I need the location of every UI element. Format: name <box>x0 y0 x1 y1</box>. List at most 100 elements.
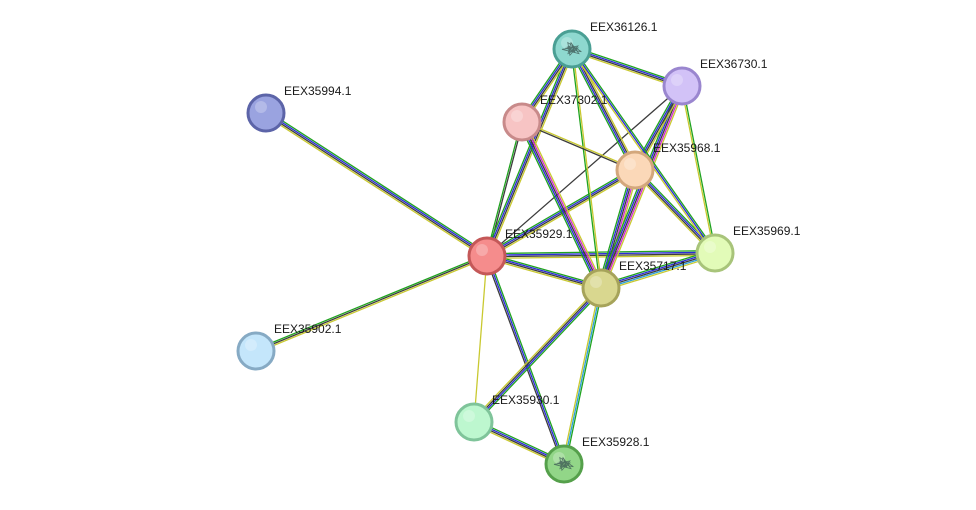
edge-layer <box>254 46 718 467</box>
edge-evidence-line <box>521 121 602 289</box>
edge-evidence-line <box>255 256 489 354</box>
node-circle[interactable] <box>615 150 655 190</box>
edge-evidence-line <box>484 47 571 256</box>
node-eex36126-1[interactable]: EEX36126.1 <box>552 20 658 69</box>
node-label: EEX35930.1 <box>492 393 560 407</box>
edge-evidence-line <box>471 285 600 421</box>
edge-evidence-line <box>521 120 636 170</box>
edge-evidence-line <box>487 254 567 465</box>
edge-evidence-line <box>486 253 716 258</box>
edge-n_35968-n_37302[interactable] <box>521 120 636 172</box>
protein-structure-trace <box>553 456 574 472</box>
edge-evidence-line <box>485 167 635 255</box>
edge-n_35717-n_35969[interactable] <box>599 249 717 292</box>
edge-evidence-line <box>524 119 605 288</box>
edge-evidence-line <box>484 255 564 466</box>
node-eex35968-1[interactable]: EEX35968.1 <box>615 141 721 190</box>
node-circle[interactable] <box>454 402 494 442</box>
edge-evidence-line <box>563 287 602 465</box>
edge-n_35717-n_35928[interactable] <box>561 287 604 465</box>
edge-evidence-line <box>472 286 602 423</box>
edge-evidence-line <box>600 253 717 291</box>
edge-evidence-line <box>518 122 599 291</box>
node-highlight <box>245 339 257 351</box>
edge-evidence-line <box>486 85 683 257</box>
edge-evidence-line <box>522 120 604 288</box>
node-eex35929-1[interactable]: EEX35929.1 <box>467 227 573 276</box>
node-highlight <box>511 110 523 122</box>
node-eex35969-1[interactable]: EEX35969.1 <box>695 224 801 273</box>
edge-n_35717-n_37302[interactable] <box>518 119 605 291</box>
edge-n_35994-n_35929[interactable] <box>264 110 489 259</box>
edge-evidence-line <box>486 254 716 260</box>
edge-n_35929-n_35928[interactable] <box>484 254 567 466</box>
edge-n_35929-n_36730[interactable] <box>486 85 683 257</box>
edge-n_35929-n_35717[interactable] <box>485 253 603 291</box>
protein-structure-icon <box>553 456 574 472</box>
edge-evidence-line <box>255 255 488 352</box>
node-circle[interactable] <box>662 66 702 106</box>
node-label: EEX35969.1 <box>733 224 801 238</box>
node-circle[interactable] <box>581 268 621 308</box>
edge-evidence-line <box>599 250 716 288</box>
edge-evidence-line <box>473 255 488 423</box>
node-eex35928-1[interactable]: EEX35928.1 <box>544 435 650 484</box>
node-eex35902-1[interactable]: EEX35902.1 <box>236 322 342 371</box>
edge-n_35717-n_36126[interactable] <box>570 48 603 289</box>
edge-n_36730-n_35969[interactable] <box>680 85 717 254</box>
protein-structure-icon <box>561 41 582 57</box>
edge-n_35929-n_35930[interactable] <box>473 255 488 423</box>
edge-evidence-line <box>601 255 717 292</box>
node-highlight <box>255 101 267 113</box>
edge-evidence-line <box>488 49 575 258</box>
edge-evidence-line <box>486 249 716 255</box>
node-circle[interactable] <box>544 444 584 484</box>
edge-evidence-line <box>485 257 602 291</box>
edge-evidence-line <box>570 48 635 172</box>
edge-evidence-line <box>485 121 522 257</box>
node-circle[interactable] <box>502 102 542 142</box>
edge-n_35929-n_35969[interactable] <box>486 249 716 260</box>
node-highlight <box>671 74 683 86</box>
node-highlight <box>624 158 636 170</box>
node-label: EEX35994.1 <box>284 84 352 98</box>
node-label: EEX36126.1 <box>590 20 658 34</box>
edge-evidence-line <box>266 110 489 255</box>
edge-evidence-line <box>572 48 603 289</box>
edge-evidence-line <box>265 111 489 256</box>
edge-evidence-line <box>264 114 487 259</box>
protein-structure-trace <box>561 41 582 57</box>
edge-evidence-line <box>680 85 715 254</box>
edge-evidence-line <box>485 48 572 257</box>
edge-evidence-line <box>572 47 717 253</box>
edge-evidence-line <box>486 254 602 288</box>
edge-n_35902-n_35929[interactable] <box>254 253 489 354</box>
node-eex37302-1[interactable]: EEX37302.1 <box>502 93 608 142</box>
node-eex35994-1[interactable]: EEX35994.1 <box>246 84 352 133</box>
edge-evidence-line <box>569 49 634 172</box>
node-circle[interactable] <box>246 93 286 133</box>
node-eex35930-1[interactable]: EEX35930.1 <box>454 393 560 442</box>
node-highlight <box>704 241 716 253</box>
edge-n_35929-n_36126[interactable] <box>484 47 575 258</box>
node-circle[interactable] <box>695 233 735 273</box>
edge-evidence-line <box>564 287 604 465</box>
edge-n_35717-n_35930[interactable] <box>471 285 604 425</box>
node-eex35717-1[interactable]: EEX35717.1 <box>581 259 687 308</box>
node-highlight <box>590 276 602 288</box>
node-circle[interactable] <box>236 331 276 371</box>
node-label: EEX35968.1 <box>653 141 721 155</box>
node-highlight <box>463 410 475 422</box>
node-eex36730-1[interactable]: EEX36730.1 <box>662 57 768 106</box>
node-label: EEX35717.1 <box>619 259 687 273</box>
edge-evidence-line <box>254 253 488 351</box>
node-label: EEX35929.1 <box>505 227 573 241</box>
node-circle[interactable] <box>552 29 592 69</box>
edge-evidence-line <box>486 253 603 287</box>
node-highlight <box>476 244 488 256</box>
node-circle[interactable] <box>467 236 507 276</box>
edge-evidence-line <box>486 251 716 256</box>
edge-evidence-line <box>486 256 602 290</box>
